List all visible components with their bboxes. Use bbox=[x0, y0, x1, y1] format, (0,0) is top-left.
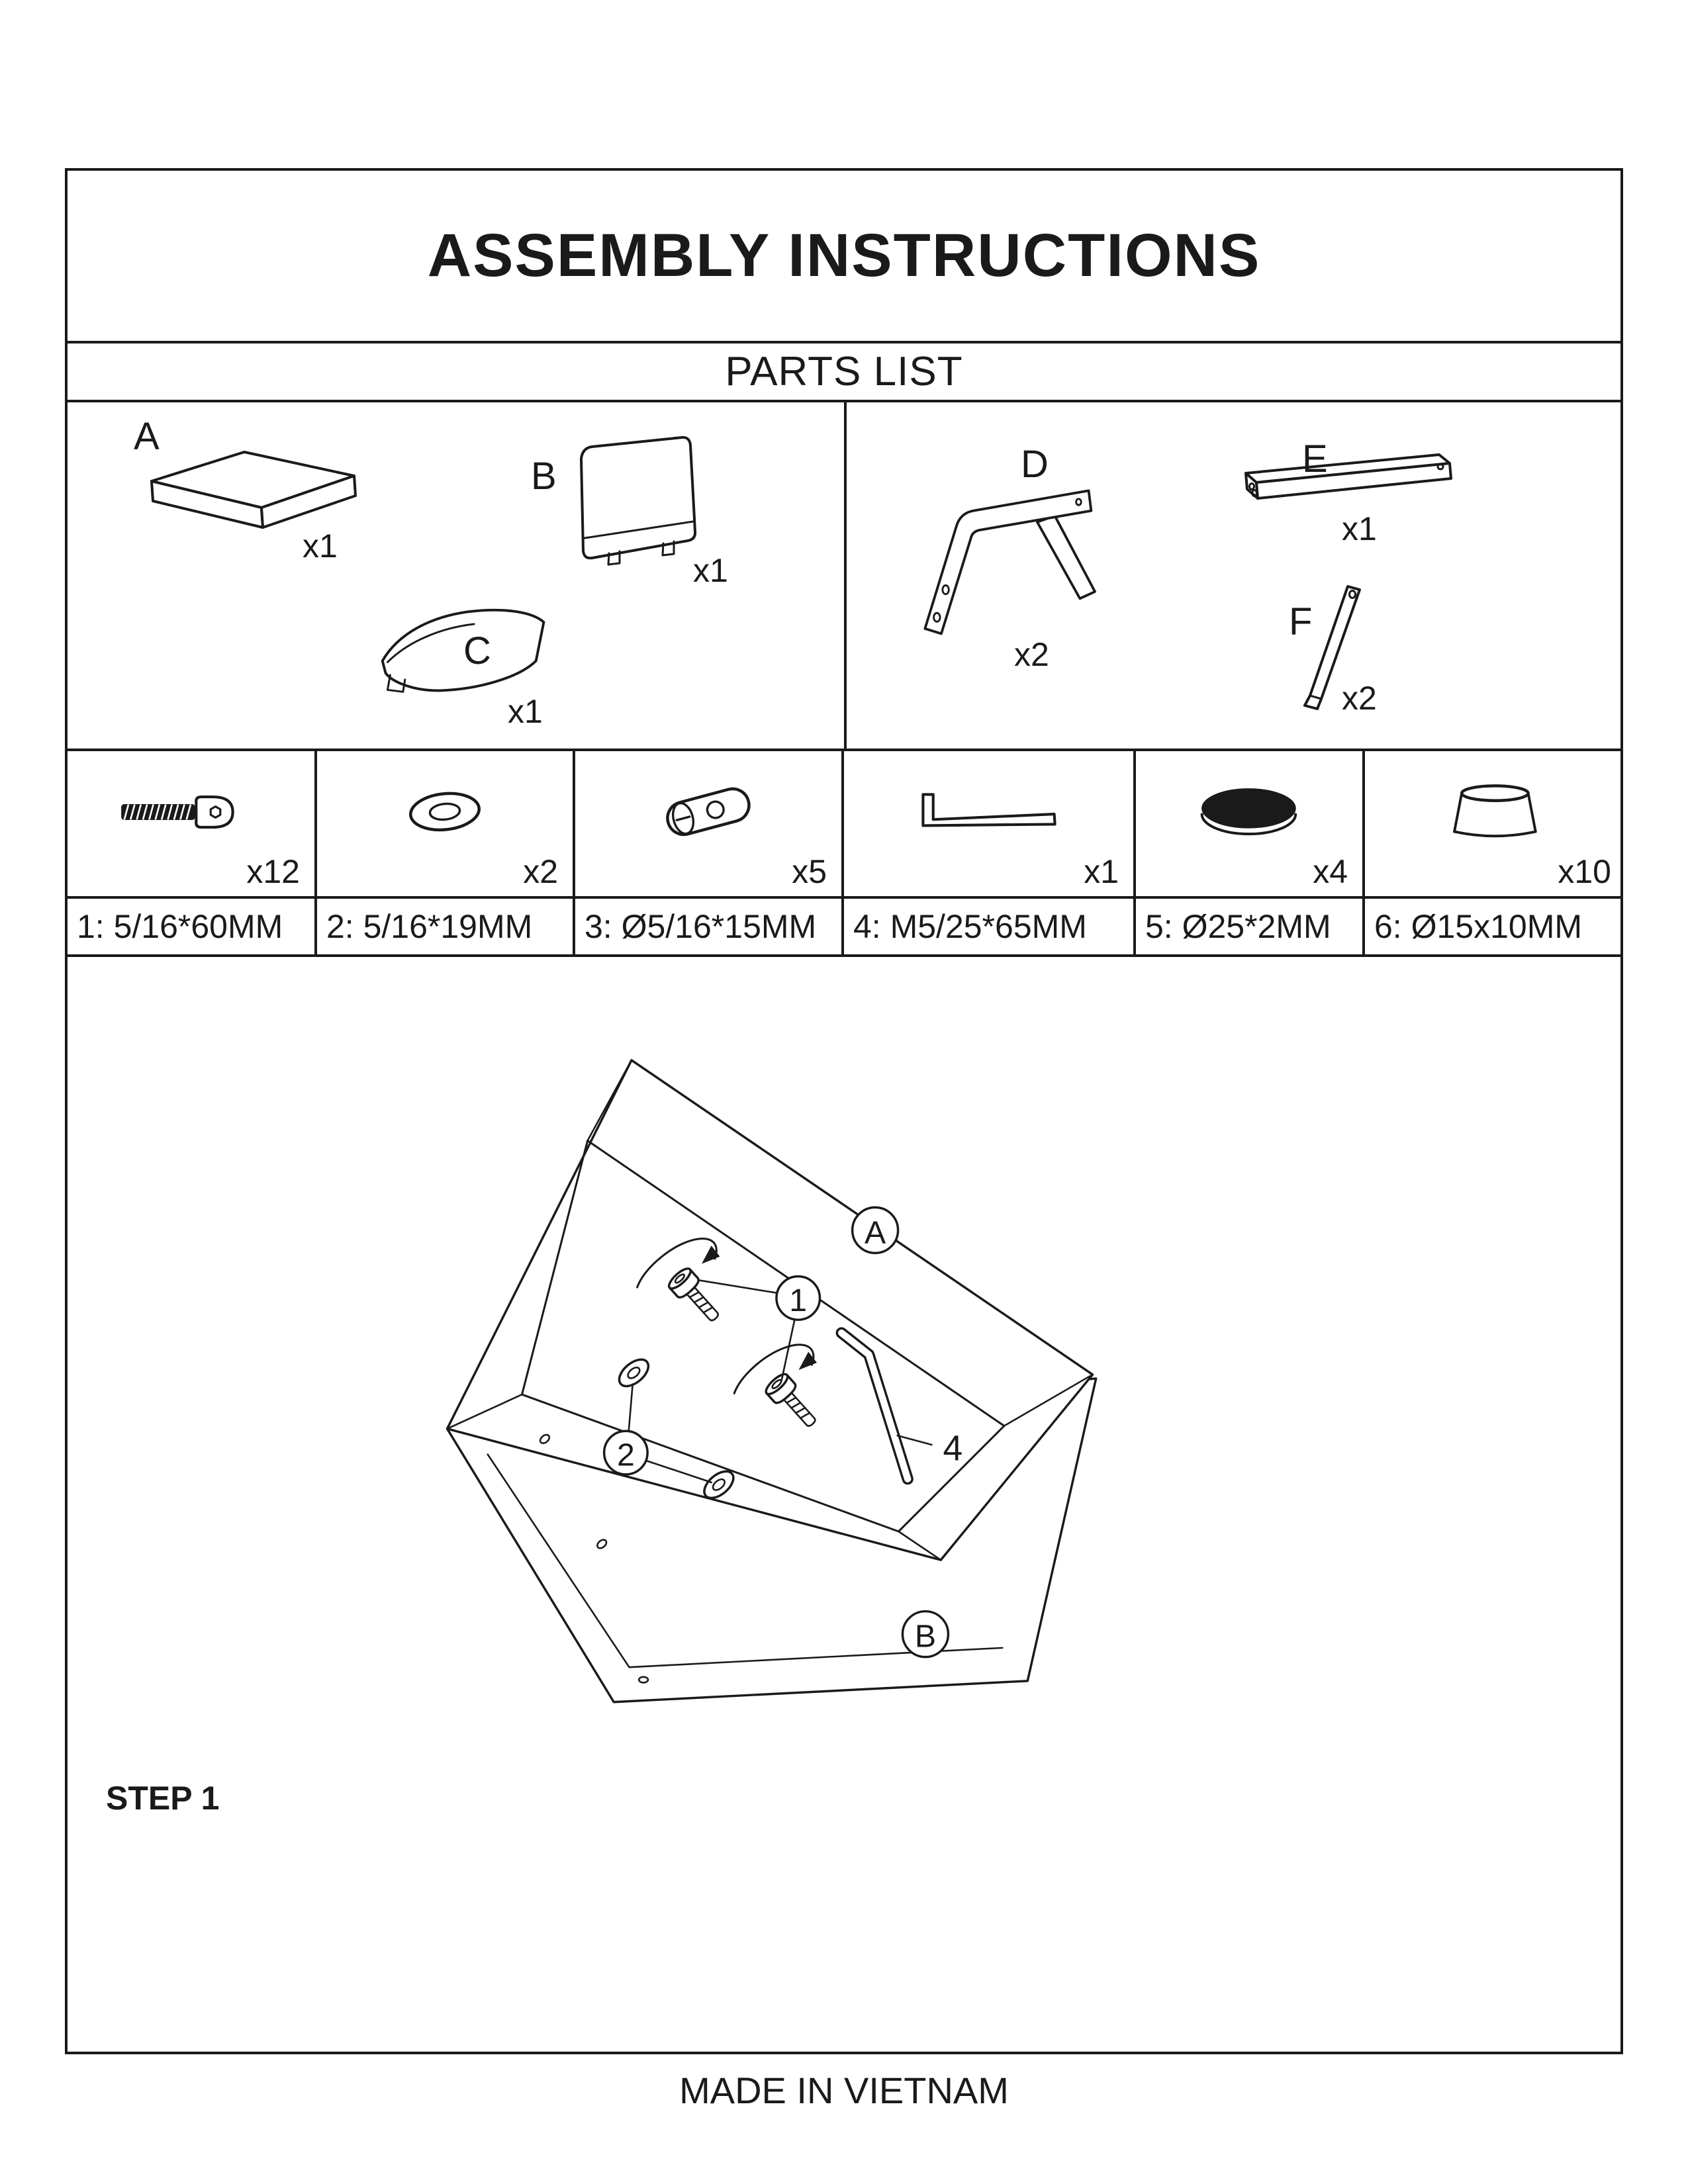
callout-part-b: B bbox=[901, 1610, 950, 1659]
title-row: ASSEMBLY INSTRUCTIONS bbox=[68, 171, 1620, 343]
bolt-spec: 1: 5/16*60MM bbox=[68, 899, 317, 954]
callout-bolt: 1 bbox=[775, 1275, 821, 1321]
floor-glide-qty: x4 bbox=[1313, 853, 1348, 890]
allen-key-icon bbox=[921, 793, 1056, 827]
part-f-drawing bbox=[1303, 585, 1361, 710]
part-a-drawing bbox=[150, 451, 357, 529]
step1-label: STEP 1 bbox=[106, 1780, 220, 1817]
part-d-drawing bbox=[923, 489, 1096, 635]
barrel-nut-icon bbox=[665, 787, 751, 836]
document-frame: ASSEMBLY INSTRUCTIONS PARTS LIST A x1 B bbox=[65, 168, 1623, 2054]
allen-key-drawing bbox=[835, 1327, 914, 1485]
barrel-nut-qty: x5 bbox=[792, 853, 827, 890]
part-b-label: B bbox=[531, 455, 557, 498]
callout-allen-key-text: 4 bbox=[943, 1429, 962, 1468]
part-e-label: E bbox=[1302, 437, 1328, 480]
hardware-cell-barrel-nut: x5 bbox=[575, 751, 844, 896]
washer-drawing-1 bbox=[618, 1358, 650, 1388]
step1-diagram: A B 1 2 4 bbox=[445, 1059, 1098, 1704]
end-cap-icon bbox=[1452, 784, 1537, 837]
callout-part-a-text: A bbox=[865, 1214, 886, 1250]
barrel-nut-spec: 3: Ø5/16*15MM bbox=[575, 899, 844, 954]
washer-drawing-2 bbox=[703, 1470, 735, 1500]
hardware-cell-end-cap: x10 bbox=[1365, 751, 1626, 896]
rotation-arrow-1 bbox=[636, 1238, 720, 1289]
part-d-label: D bbox=[1021, 443, 1049, 486]
footer-text: MADE IN VIETNAM bbox=[679, 2070, 1009, 2111]
floor-glide-icon bbox=[1200, 788, 1297, 836]
hardware-row: x12 x2 bbox=[68, 751, 1620, 899]
parts-area: A x1 B x1 C x1 bbox=[68, 402, 1620, 751]
callout-washer: 2 bbox=[602, 1430, 649, 1476]
part-e-drawing bbox=[1244, 453, 1452, 500]
hardware-spec-row: 1: 5/16*60MM 2: 5/16*19MM 3: Ø5/16*15MM … bbox=[68, 899, 1620, 957]
part-d-qty: x2 bbox=[1014, 636, 1049, 673]
floor-glide-spec: 5: Ø25*2MM bbox=[1136, 899, 1365, 954]
end-cap-spec: 6: Ø15x10MM bbox=[1374, 908, 1583, 945]
screw-hole-2 bbox=[596, 1539, 608, 1549]
callout-part-a: A bbox=[851, 1206, 900, 1255]
hardware-cell-washer: x2 bbox=[317, 751, 575, 896]
parts-list-heading: PARTS LIST bbox=[725, 349, 963, 394]
part-f-qty: x2 bbox=[1342, 680, 1377, 717]
step1-area: STEP 1 bbox=[68, 957, 1620, 2052]
part-c-qty: x1 bbox=[508, 693, 543, 730]
part-b-drawing bbox=[580, 435, 697, 566]
hardware-cell-floor-glide: x4 bbox=[1136, 751, 1365, 896]
callout-washer-text: 2 bbox=[617, 1437, 635, 1473]
part-e-qty: x1 bbox=[1342, 510, 1377, 547]
part-a-label: A bbox=[134, 415, 160, 458]
washer-icon bbox=[408, 792, 481, 831]
washer-qty: x2 bbox=[523, 853, 558, 890]
callout-part-b-text: B bbox=[915, 1619, 936, 1655]
allen-key-qty: x1 bbox=[1084, 853, 1119, 890]
callout-bolt-text: 1 bbox=[789, 1283, 807, 1318]
screw-hole-1 bbox=[539, 1433, 551, 1445]
part-f-label: F bbox=[1289, 600, 1313, 643]
rotation-arrow-2 bbox=[733, 1343, 818, 1394]
end-cap-qty: x10 bbox=[1558, 853, 1611, 890]
bolt-qty: x12 bbox=[246, 853, 300, 890]
bolt-icon bbox=[120, 795, 234, 829]
part-b-qty: x1 bbox=[693, 552, 728, 589]
hardware-cell-allen-key: x1 bbox=[844, 751, 1136, 896]
parts-area-divider bbox=[844, 402, 847, 749]
bolt-drawing-1 bbox=[667, 1267, 720, 1322]
page-title: ASSEMBLY INSTRUCTIONS bbox=[427, 222, 1261, 289]
part-c-label: C bbox=[463, 629, 491, 672]
hardware-cell-bolt: x12 bbox=[68, 751, 317, 896]
part-c-drawing bbox=[381, 608, 545, 693]
parts-list-heading-row: PARTS LIST bbox=[68, 343, 1620, 402]
washer-spec: 2: 5/16*19MM bbox=[317, 899, 575, 954]
part-a-qty: x1 bbox=[303, 527, 338, 565]
allen-key-spec: 4: M5/25*65MM bbox=[844, 899, 1136, 954]
leader-lines bbox=[628, 1279, 933, 1484]
